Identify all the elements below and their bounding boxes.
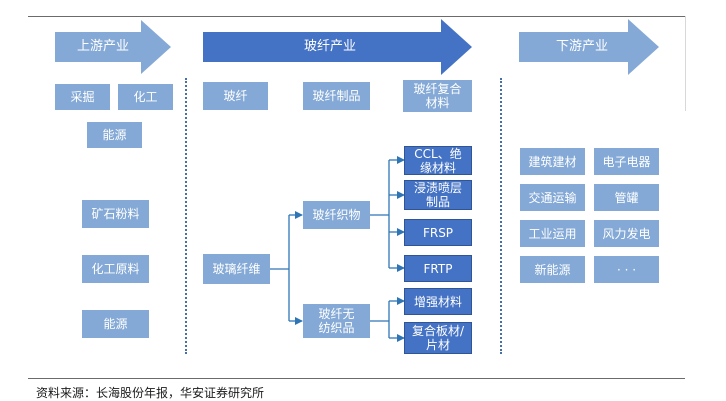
output-ccl-box: CCL、绝缘材料 — [404, 146, 472, 175]
midstream-stage-label: 玻纤产业 — [303, 39, 356, 54]
glass-fiber-box: 玻璃纤维 — [203, 254, 270, 284]
downstream-new-energy-box: 新能源 — [520, 256, 585, 283]
upstream-mining-box: 采掘 — [55, 84, 110, 110]
downstream-tanks-box: 管罐 — [594, 184, 659, 211]
downstream-electronics-box: 电子电器 — [594, 148, 659, 175]
downstream-stage-label: 下游产业 — [555, 39, 608, 54]
divider-left — [185, 78, 187, 354]
upstream-chemical-box: 化工 — [118, 84, 173, 110]
right-edge-rule — [685, 16, 686, 111]
upstream-stage-arrow — [55, 20, 171, 74]
output-frtp-box: FRTP — [404, 255, 472, 282]
downstream-industrial-box: 工业运用 — [520, 220, 585, 247]
output-reinforcement-box: 增强材料 — [404, 288, 472, 315]
output-composite-board-box: 复合板材/片材 — [404, 322, 472, 354]
upstream-energy-top-box: 能源 — [87, 122, 142, 148]
woven-fabric-box: 玻纤织物 — [303, 201, 370, 229]
upstream-stage-label: 上游产业 — [76, 39, 129, 54]
output-frsp-box: FRSP — [404, 219, 472, 246]
downstream-wind-power-box: 风力发电 — [594, 220, 659, 247]
upstream-ore-powder-box: 矿石粉料 — [82, 200, 149, 228]
midstream-stage-arrow — [203, 19, 472, 75]
bottom-rule — [28, 378, 685, 379]
downstream-stage-arrow — [519, 19, 659, 75]
midstream-fiber-header: 玻纤 — [203, 82, 268, 110]
midstream-composite-header: 玻纤复合材料 — [403, 80, 472, 112]
upstream-chem-material-box: 化工原料 — [82, 255, 149, 283]
nonwoven-box: 玻纤无纺织品 — [303, 304, 370, 338]
downstream-transport-box: 交通运输 — [520, 184, 585, 211]
upstream-energy-bottom-box: 能源 — [82, 310, 149, 338]
source-note: 资料来源：长海股份年报，华安证券研究所 — [36, 386, 265, 400]
divider-right — [500, 78, 502, 354]
midstream-products-header: 玻纤制品 — [303, 82, 370, 110]
top-rule — [28, 16, 685, 17]
output-impregnated-box: 浸渍喷层制品 — [404, 180, 472, 210]
downstream-building-box: 建筑建材 — [520, 148, 585, 175]
downstream-more-box: · · · — [594, 256, 659, 283]
